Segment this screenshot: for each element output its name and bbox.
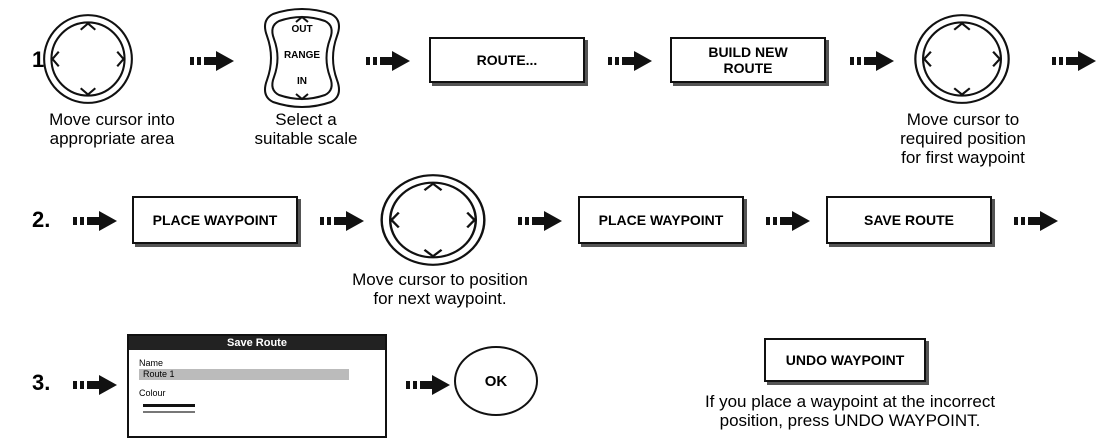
arrow-right-icon <box>608 50 652 72</box>
place-waypoint-button-2[interactable]: PLACE WAYPOINT <box>578 196 744 244</box>
arrow-right-icon <box>518 210 562 232</box>
route-name-field[interactable]: Route 1 <box>139 369 349 380</box>
arrow-right-icon <box>320 210 364 232</box>
cursor-pad-icon <box>912 12 1012 106</box>
ok-button[interactable]: OK <box>454 346 538 416</box>
colour-swatch[interactable] <box>143 404 195 407</box>
colour-label: Colour <box>139 388 166 398</box>
range-key-out-label: OUT <box>291 24 313 35</box>
save-route-dialog: Save Route Name Route 1 Colour <box>127 334 387 438</box>
range-key-range-label: RANGE <box>283 50 321 61</box>
build-new-route-label-line2: ROUTE <box>723 60 773 76</box>
save-route-button[interactable]: SAVE ROUTE <box>826 196 992 244</box>
dialog-title: Save Route <box>129 336 385 350</box>
build-new-route-button[interactable]: BUILD NEW ROUTE <box>670 37 826 83</box>
step-number-3: 3. <box>32 370 51 395</box>
range-key-in-label: IN <box>297 76 307 87</box>
route-button[interactable]: ROUTE... <box>429 37 585 83</box>
cursor-pad-icon <box>41 12 135 106</box>
undo-waypoint-note: If you place a waypoint at the incorrect… <box>704 392 996 430</box>
caption-select-scale: Select a suitable scale <box>254 110 358 148</box>
arrow-right-icon <box>366 50 410 72</box>
cursor-pad-icon <box>378 172 488 268</box>
name-label: Name <box>139 358 164 368</box>
arrow-right-icon <box>1014 210 1058 232</box>
undo-waypoint-label: UNDO WAYPOINT <box>785 352 905 368</box>
place-waypoint-label: PLACE WAYPOINT <box>152 212 278 228</box>
arrow-right-icon <box>73 374 117 396</box>
caption-first-waypoint: Move cursor to required position for fir… <box>900 110 1026 167</box>
arrow-right-icon <box>406 374 450 396</box>
route-button-label: ROUTE... <box>476 52 538 68</box>
step-number-2: 2. <box>32 207 51 232</box>
caption-move-cursor-area: Move cursor into appropriate area <box>49 110 175 148</box>
place-waypoint-button-1[interactable]: PLACE WAYPOINT <box>132 196 298 244</box>
arrow-right-icon <box>850 50 894 72</box>
range-key-icon <box>264 8 340 108</box>
caption-next-waypoint: Move cursor to position for next waypoin… <box>352 270 528 308</box>
ok-button-label: OK <box>484 372 508 390</box>
save-route-label: SAVE ROUTE <box>864 212 954 228</box>
arrow-right-icon <box>73 210 117 232</box>
arrow-right-icon <box>1052 50 1096 72</box>
arrow-right-icon <box>766 210 810 232</box>
place-waypoint-label: PLACE WAYPOINT <box>598 212 724 228</box>
arrow-right-icon <box>190 50 234 72</box>
build-new-route-label-line1: BUILD NEW <box>708 44 788 60</box>
undo-waypoint-button[interactable]: UNDO WAYPOINT <box>764 338 926 382</box>
colour-swatch-underline <box>143 411 195 413</box>
